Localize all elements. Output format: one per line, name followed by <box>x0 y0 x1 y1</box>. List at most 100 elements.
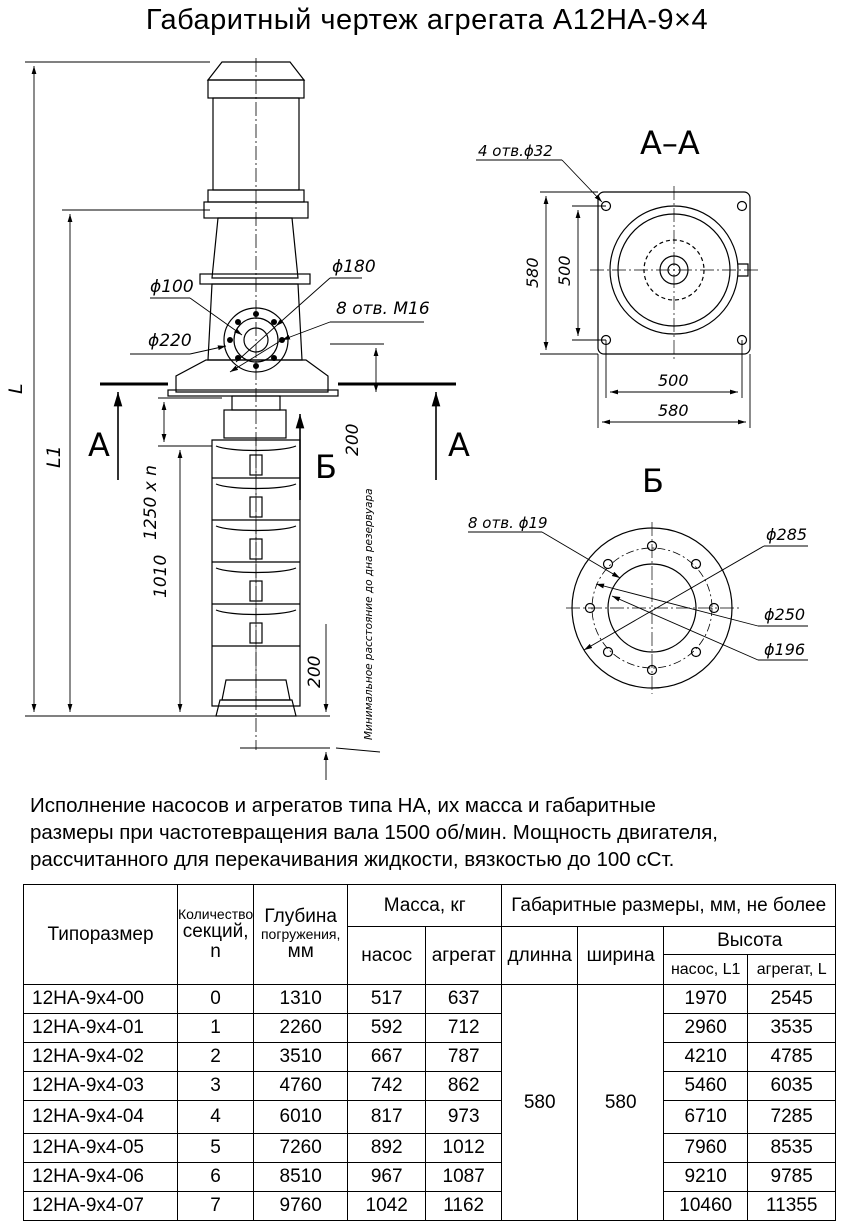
header-mass-unit: агрегат <box>425 926 503 985</box>
cell-width: 580 <box>577 984 665 1221</box>
cell-height-unit: 11355 <box>747 1191 837 1221</box>
cell-mass-unit: 1087 <box>425 1162 503 1192</box>
view-aa-holes-label: 4 отв.ϕ32 <box>478 142 553 160</box>
cell-height-unit: 3535 <box>747 1013 837 1043</box>
view-aa-500-vertical: 500 <box>555 255 574 286</box>
cell-height-pump: 4210 <box>663 1042 749 1072</box>
view-aa-500-horizontal: 500 <box>658 371 689 390</box>
header-depth-line: погружения, <box>260 926 341 942</box>
cell-depth: 6010 <box>253 1100 349 1134</box>
cell-sections: 0 <box>176 984 255 1014</box>
cell-sections: 3 <box>176 1071 255 1101</box>
cell-depth: 7260 <box>253 1133 349 1163</box>
dim-L1-label: L1 <box>43 445 65 468</box>
cell-depth: 9760 <box>253 1191 349 1221</box>
cell-type: 12НА-9х4-03 <box>23 1071 178 1101</box>
intro-line: размеры при частотевращения вала 1500 об… <box>30 821 718 844</box>
cell-mass-pump: 517 <box>347 984 427 1014</box>
cell-mass-unit: 712 <box>425 1013 503 1043</box>
view-b-title: Б <box>642 462 664 500</box>
cell-type: 12НА-9х4-04 <box>23 1100 178 1134</box>
intro-paragraph: Исполнение насосов и агрегатов типа НА, … <box>30 792 840 873</box>
header-length: длинна <box>501 926 579 985</box>
cell-depth: 1310 <box>253 984 349 1014</box>
cell-mass-pump: 967 <box>347 1162 427 1192</box>
diameter-220-label: ϕ220 <box>148 331 192 351</box>
dim-L-label: L <box>5 383 27 394</box>
cell-sections: 4 <box>176 1100 255 1134</box>
cell-depth: 4760 <box>253 1071 349 1101</box>
header-sections: Количество секций, n <box>176 884 255 985</box>
cell-height-unit: 7285 <box>747 1100 837 1134</box>
drawing-title: Габаритный чертеж агрегата А12НА-9×4 <box>145 4 709 36</box>
holes-m16-label: 8 отв. М16 <box>336 299 430 319</box>
dim-1250n-label: 1250 x n <box>141 465 161 540</box>
spec-table: Типоразмер Количество секций, n Глубина … <box>23 884 837 1221</box>
cell-height-pump: 10460 <box>663 1191 749 1221</box>
dim-200-top-label: 200 <box>343 424 363 456</box>
header-sections-line: n <box>210 941 221 962</box>
view-aa-580-horizontal: 580 <box>658 401 689 420</box>
cell-height-pump: 6710 <box>663 1100 749 1134</box>
cell-height-pump: 5460 <box>663 1071 749 1101</box>
cell-mass-unit: 637 <box>425 984 503 1014</box>
view-b-d285-label: ϕ285 <box>766 525 807 544</box>
header-depth-line: Глубина <box>264 906 337 927</box>
cell-mass-pump: 742 <box>347 1071 427 1101</box>
header-sections-line: секций, <box>182 921 249 942</box>
cell-mass-unit: 1162 <box>425 1191 503 1221</box>
cell-sections: 2 <box>176 1042 255 1072</box>
header-type: Типоразмер <box>23 884 178 985</box>
section-b-label: Б <box>315 448 337 486</box>
cell-mass-pump: 892 <box>347 1133 427 1163</box>
header-width: ширина <box>577 926 665 985</box>
cell-depth: 3510 <box>253 1042 349 1072</box>
view-b <box>468 522 808 694</box>
header-dimensions: Габаритные размеры, мм, не более <box>501 884 837 927</box>
cell-mass-unit: 1012 <box>425 1133 503 1163</box>
cell-height-unit: 6035 <box>747 1071 837 1101</box>
section-a-left-label: А <box>88 426 110 464</box>
cell-sections: 6 <box>176 1162 255 1192</box>
dim-200-bottom-label: 200 <box>305 656 325 688</box>
header-sections-line: Количество <box>178 906 254 922</box>
dimension-lines <box>25 61 441 780</box>
intro-line: рассчитанного для перекачивания жидкости… <box>30 848 675 871</box>
cell-sections: 1 <box>176 1013 255 1043</box>
cell-mass-pump: 592 <box>347 1013 427 1043</box>
diameter-180-label: ϕ180 <box>332 257 376 277</box>
cell-type: 12НА-9х4-00 <box>23 984 178 1014</box>
view-b-d196-label: ϕ196 <box>764 640 805 659</box>
cell-mass-unit: 862 <box>425 1071 503 1101</box>
intro-line: Исполнение насосов и агрегатов типа НА, … <box>30 794 656 817</box>
pump-sections <box>211 439 301 707</box>
section-a-right-label: А <box>448 426 470 464</box>
view-b-holes-label: 8 отв. ϕ19 <box>468 514 548 532</box>
min-distance-note: Минимальное расстояние до дна резервуара <box>363 488 375 740</box>
dim-1010-label: 1010 <box>151 555 171 598</box>
cell-height-unit: 9785 <box>747 1162 837 1192</box>
cell-height-pump: 7960 <box>663 1133 749 1163</box>
cell-type: 12НА-9х4-02 <box>23 1042 178 1072</box>
cell-depth: 8510 <box>253 1162 349 1192</box>
cell-type: 12НА-9х4-06 <box>23 1162 178 1192</box>
cell-height-unit: 2545 <box>747 984 837 1014</box>
cell-mass-unit: 973 <box>425 1100 503 1134</box>
cell-mass-unit: 787 <box>425 1042 503 1072</box>
header-height: Высота <box>663 926 837 955</box>
cell-height-unit: 4785 <box>747 1042 837 1072</box>
cell-height-pump: 9210 <box>663 1162 749 1192</box>
cell-length: 580 <box>501 984 579 1221</box>
cell-height-pump: 1970 <box>663 984 749 1014</box>
cell-type: 12НА-9х4-01 <box>23 1013 178 1043</box>
header-mass: Масса, кг <box>347 884 503 927</box>
header-depth-line: мм <box>287 941 314 962</box>
cell-mass-pump: 667 <box>347 1042 427 1072</box>
cell-height-pump: 2960 <box>663 1013 749 1043</box>
cell-sections: 7 <box>176 1191 255 1221</box>
diameter-100-label: ϕ100 <box>150 277 194 297</box>
view-aa-title: А–А <box>640 124 700 162</box>
cell-sections: 5 <box>176 1133 255 1163</box>
header-height-pump: насос, L1 <box>663 954 749 985</box>
header-mass-pump: насос <box>347 926 427 985</box>
